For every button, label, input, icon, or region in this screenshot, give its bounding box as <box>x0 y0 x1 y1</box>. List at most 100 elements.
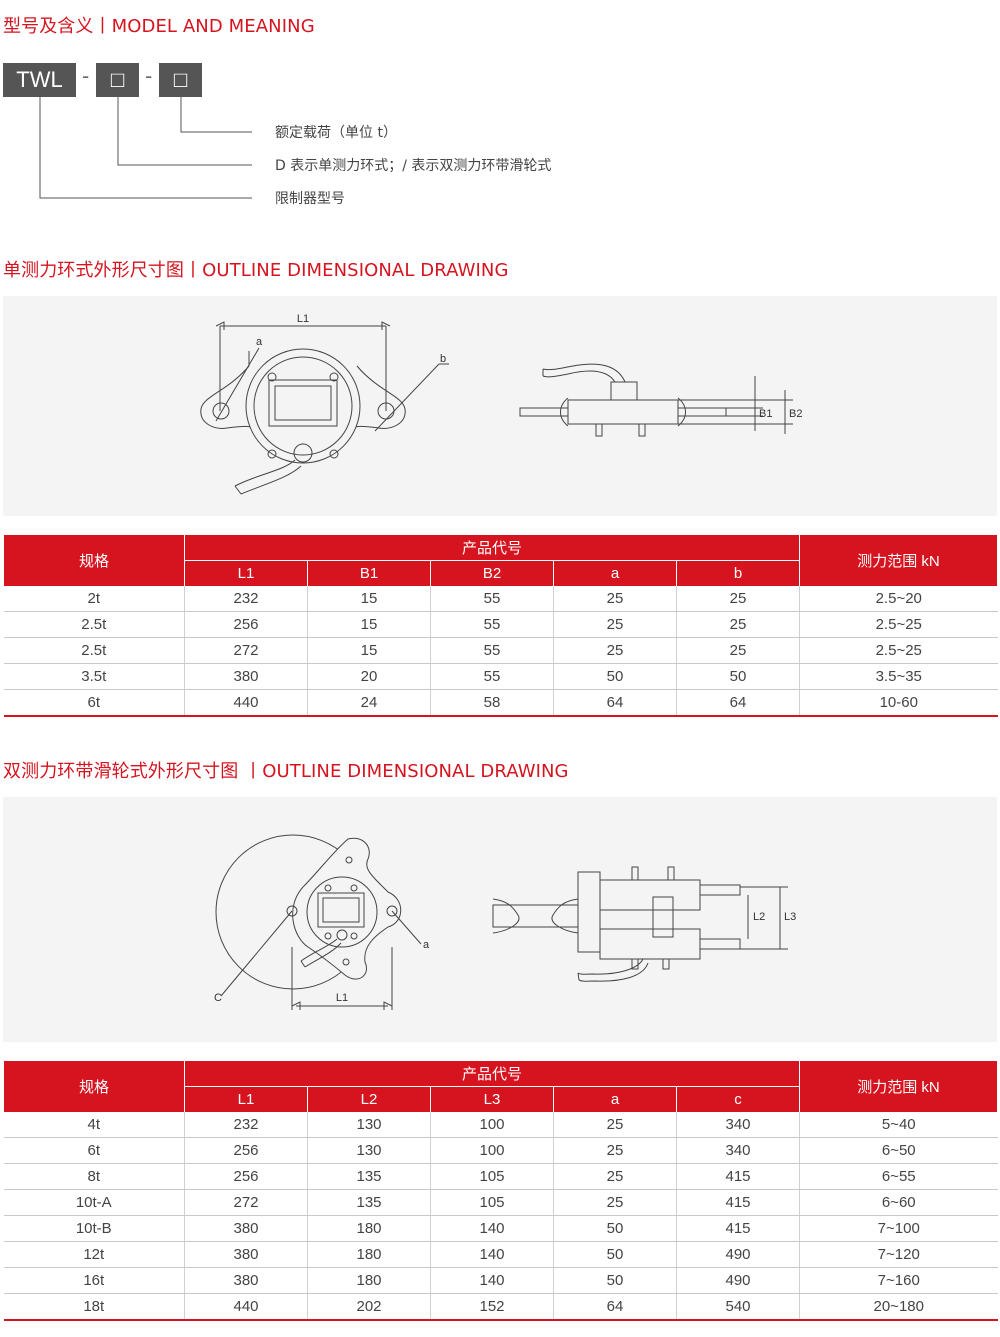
cell: 272 <box>184 637 308 664</box>
cell: 140 <box>430 1267 554 1294</box>
header-force-range: 测力范围 kN <box>799 535 998 586</box>
cell: 440 <box>184 1293 308 1321</box>
cell: 105 <box>430 1189 554 1216</box>
cell: 540 <box>676 1293 800 1321</box>
cell: 340 <box>676 1137 800 1164</box>
cell: 15 <box>307 586 431 612</box>
cell: 55 <box>430 586 554 612</box>
cell: 2.5~20 <box>799 586 998 612</box>
header-product-code: 产品代号 <box>184 1061 800 1087</box>
single-ring-drawing: L1 a b B1 B2 <box>200 313 802 495</box>
cell: 25 <box>553 1163 677 1190</box>
header-spec: 规格 <box>3 535 185 586</box>
cell: 135 <box>307 1189 431 1216</box>
header-product-code: 产品代号 <box>184 535 800 561</box>
label-L3: L3 <box>784 911 796 923</box>
cell: 55 <box>430 663 554 690</box>
label-L1: L1 <box>336 992 348 1004</box>
header-L1: L1 <box>184 1086 308 1112</box>
model-leader-lines <box>39 97 252 199</box>
header-B1: B1 <box>307 560 431 586</box>
cell: 25 <box>553 611 677 638</box>
cell: 10t-B <box>3 1215 185 1242</box>
header-a: a <box>553 1086 677 1112</box>
cell: 180 <box>307 1215 431 1242</box>
cell: 20 <box>307 663 431 690</box>
cell: 25 <box>553 586 677 612</box>
cell: 7~160 <box>799 1267 998 1294</box>
cell: 140 <box>430 1241 554 1268</box>
table-row: 2t 232 15 55 25 25 2.5~20 <box>3 586 998 612</box>
table-row: 4t 232 130 100 25 340 5~40 <box>3 1112 998 1138</box>
cell: 6~55 <box>799 1163 998 1190</box>
cell: 140 <box>430 1215 554 1242</box>
cell: 64 <box>676 689 800 717</box>
cell: 18t <box>3 1293 185 1321</box>
cell: 415 <box>676 1189 800 1216</box>
cell: 4t <box>3 1112 185 1138</box>
cell: 25 <box>553 637 677 664</box>
cell: 130 <box>307 1112 431 1138</box>
double-spec-table: 规格 产品代号 测力范围 kN L1 L2 L3 a c 4t 232 130 … <box>3 1061 998 1321</box>
cell: 105 <box>430 1163 554 1190</box>
cell: 256 <box>184 1163 308 1190</box>
code-dash-2: - <box>145 64 153 88</box>
cell: 58 <box>430 689 554 717</box>
cell: 180 <box>307 1267 431 1294</box>
cell: 380 <box>184 1241 308 1268</box>
cell: 202 <box>307 1293 431 1321</box>
cell: 10t-A <box>3 1189 185 1216</box>
label-a: a <box>256 336 263 348</box>
cell: 25 <box>553 1189 677 1216</box>
cell: 415 <box>676 1163 800 1190</box>
header-L1: L1 <box>184 560 308 586</box>
cell: 340 <box>676 1112 800 1138</box>
cell: 24 <box>307 689 431 717</box>
cell: 55 <box>430 611 554 638</box>
cell: 25 <box>676 586 800 612</box>
header-force-range: 测力范围 kN <box>799 1061 998 1112</box>
table-row: 10t-B 380 180 140 50 415 7~100 <box>3 1215 998 1242</box>
code-part-model: TWL <box>3 63 76 97</box>
label-c: C <box>214 992 222 1004</box>
table-row: 10t-A 272 135 105 25 415 6~60 <box>3 1189 998 1216</box>
label-L1: L1 <box>297 313 309 325</box>
cell: 152 <box>430 1293 554 1321</box>
header-L3: L3 <box>430 1086 554 1112</box>
cell: 256 <box>184 611 308 638</box>
single-drawing-panel: L1 a b B1 B2 <box>3 296 997 516</box>
label-b: b <box>440 353 446 365</box>
label-B1: B1 <box>759 408 772 420</box>
table-row: 3.5t 380 20 55 50 50 3.5~35 <box>3 663 998 690</box>
cell: 256 <box>184 1137 308 1164</box>
header-c: c <box>676 1086 800 1112</box>
table-row: 2.5t 256 15 55 25 25 2.5~25 <box>3 611 998 638</box>
header-spec: 规格 <box>3 1061 185 1112</box>
double-ring-drawing: C a L1 L2 L3 <box>214 834 796 1010</box>
cell: 55 <box>430 637 554 664</box>
cell: 50 <box>553 1215 677 1242</box>
cell: 7~120 <box>799 1241 998 1268</box>
code-part-load: □ <box>159 63 202 97</box>
label-B2: B2 <box>789 408 802 420</box>
cell: 12t <box>3 1241 185 1268</box>
cell: 135 <box>307 1163 431 1190</box>
cell: 232 <box>184 586 308 612</box>
legend-model: 限制器型号 <box>275 191 345 207</box>
cell: 15 <box>307 611 431 638</box>
cell: 5~40 <box>799 1112 998 1138</box>
cell: 3.5t <box>3 663 185 690</box>
cell: 272 <box>184 1189 308 1216</box>
cell: 180 <box>307 1241 431 1268</box>
table-row: 18t 440 202 152 64 540 20~180 <box>3 1293 998 1321</box>
legend-type: D 表示单测力环式；/ 表示双测力环带滑轮式 <box>275 158 552 174</box>
cell: 490 <box>676 1267 800 1294</box>
cell: 50 <box>553 1267 677 1294</box>
cell: 64 <box>553 1293 677 1321</box>
code-dash-1: - <box>82 64 90 88</box>
header-L2: L2 <box>307 1086 431 1112</box>
header-a: a <box>553 560 677 586</box>
cell: 50 <box>553 663 677 690</box>
cell: 490 <box>676 1241 800 1268</box>
cell: 25 <box>553 1112 677 1138</box>
